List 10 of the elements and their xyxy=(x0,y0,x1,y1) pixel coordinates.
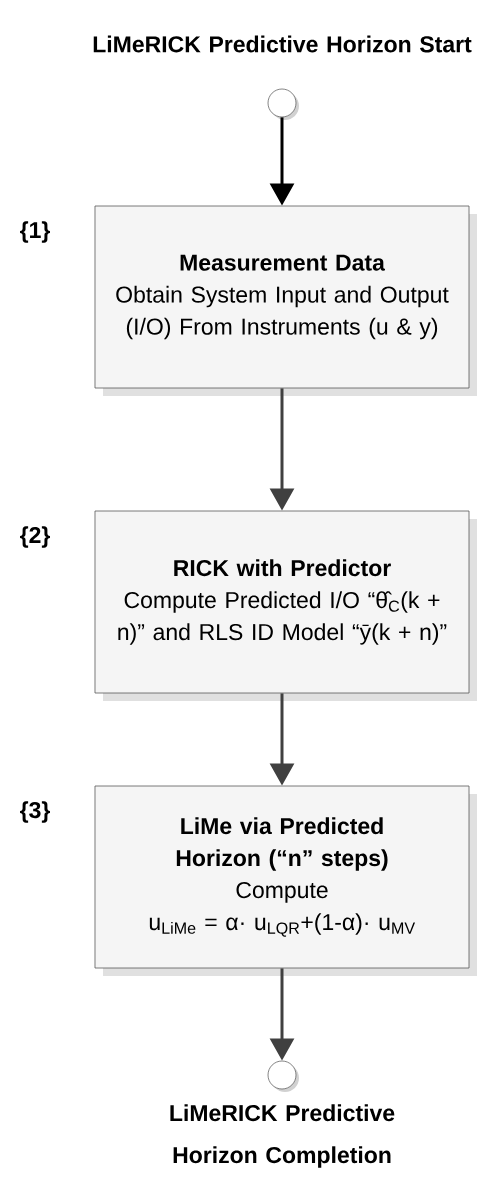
terminal-circle xyxy=(267,1060,299,1092)
step-number: {1} xyxy=(20,221,50,243)
terminal-label: LiMeRICK Predictive Horizon Completion xyxy=(170,1104,395,1168)
terminal-circle xyxy=(267,88,299,120)
step-number: {2} xyxy=(20,526,50,548)
process-box: Measurement Data Obtain System Input and Output (I/O) From Instruments (u & y) xyxy=(94,205,477,396)
step-number: {3} xyxy=(20,801,50,823)
terminal-label: LiMeRICK Predictive Horizon Start xyxy=(93,35,472,53)
process-box: LiMe via Predicted Horizon (“n” steps) Compute u$_{LiMe}$ = α· u$_{LQR}$+(1-α)· u$_{MV}$ xyxy=(94,785,477,976)
process-box: RICK with Predictor Compute Predicted I/O “θ̂$_{C}$(k + n)” and RLS ID Model “ȳ(k + n)” xyxy=(94,510,477,701)
